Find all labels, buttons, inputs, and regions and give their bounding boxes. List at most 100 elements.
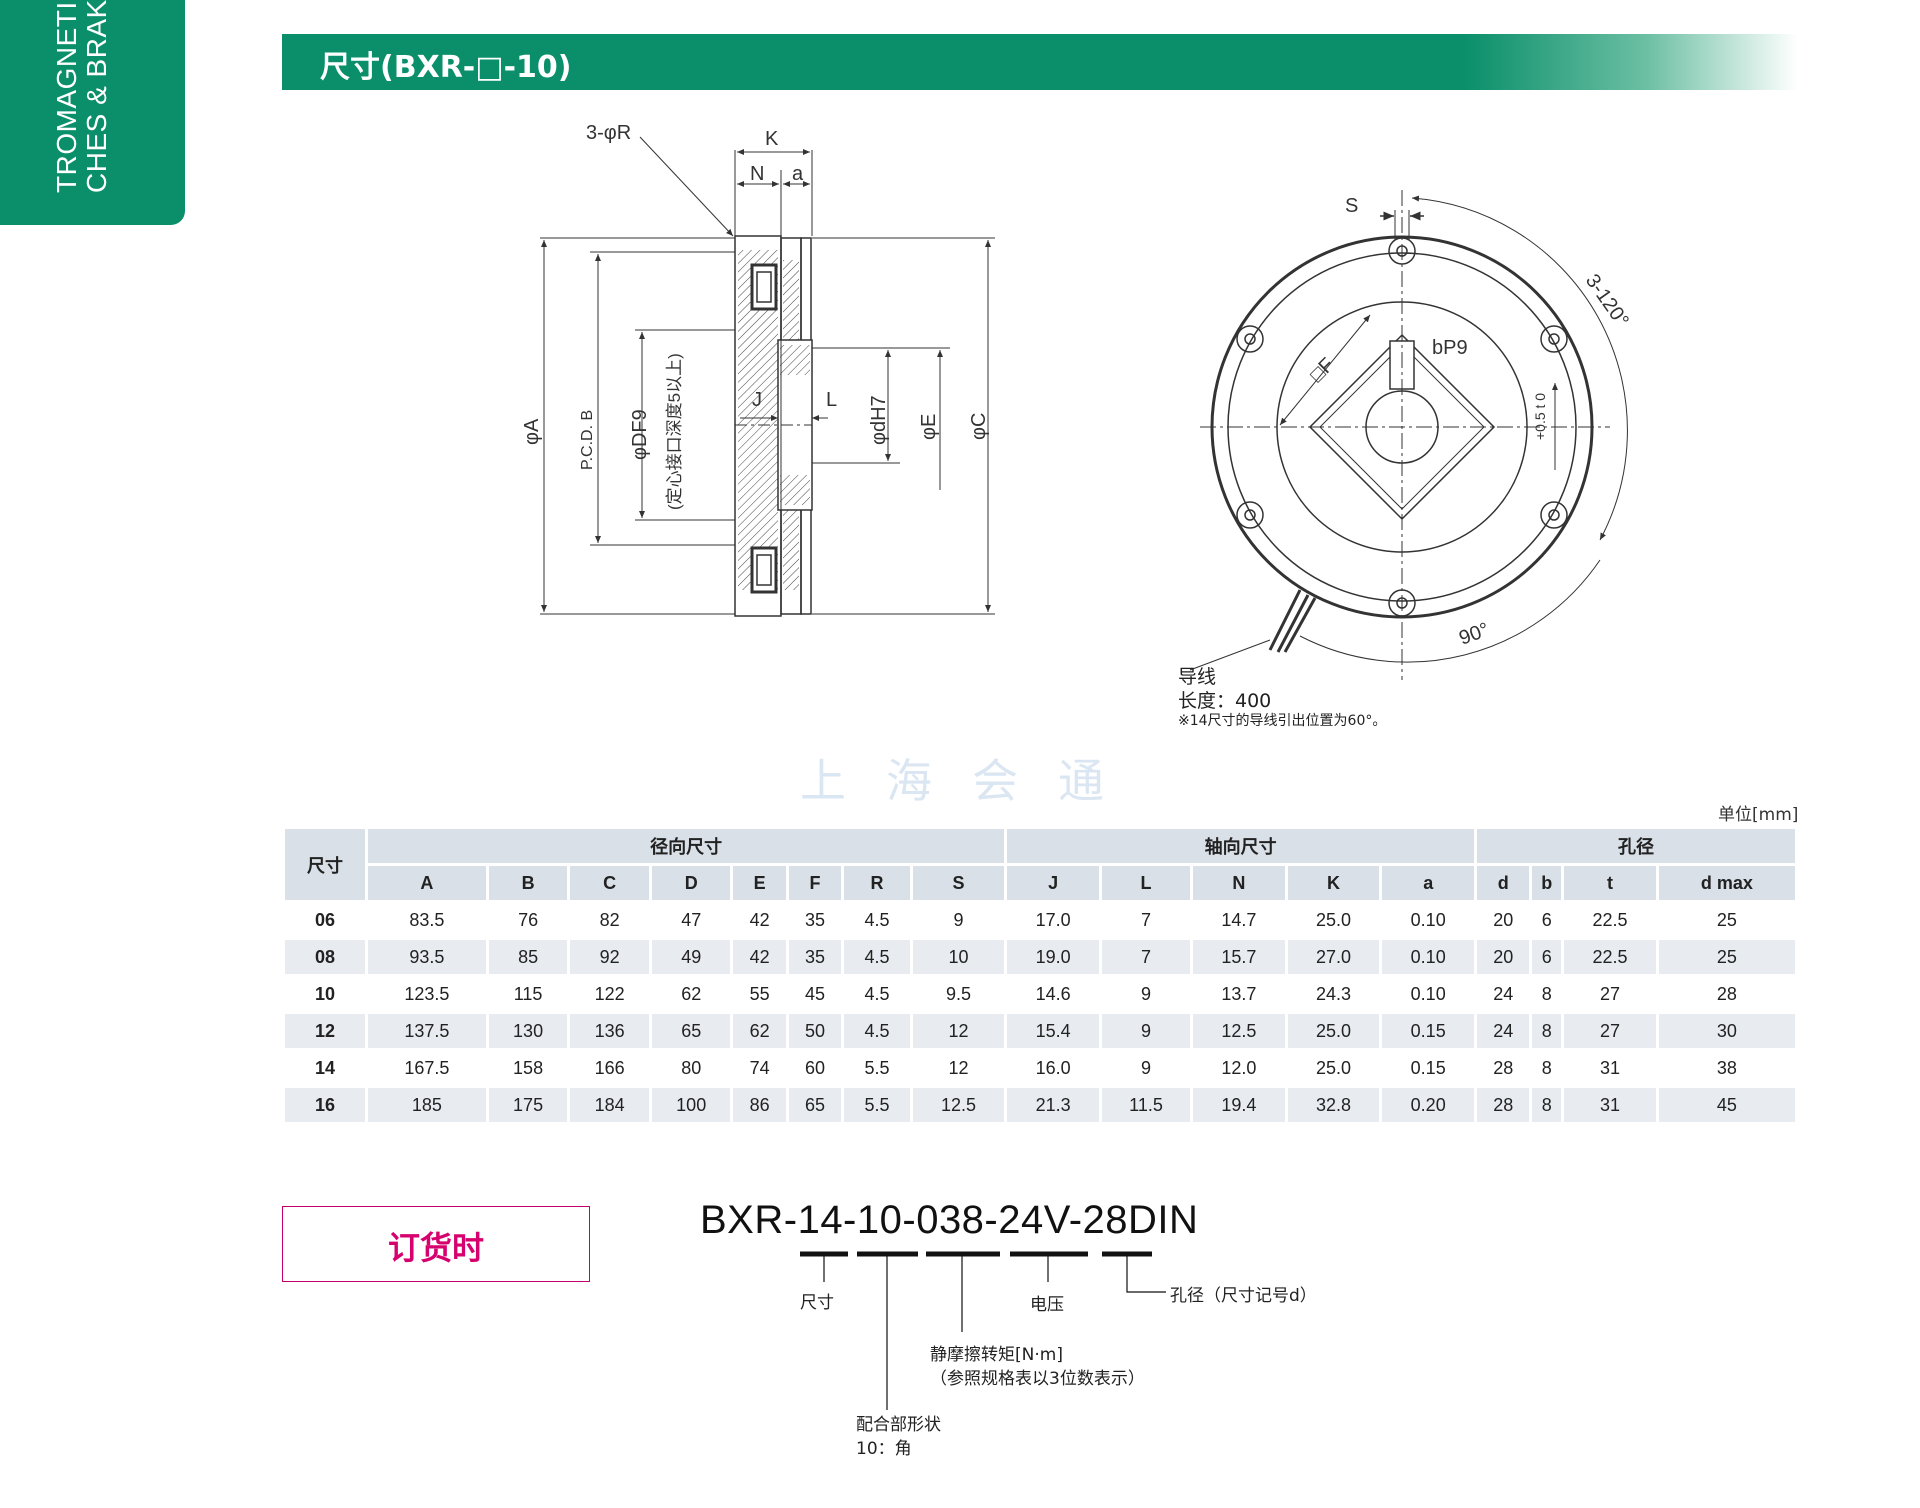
- label-hole: 3-φR: [586, 122, 631, 144]
- table-cell: 100: [651, 1088, 731, 1122]
- unit-label: 单位[mm]: [1718, 805, 1799, 825]
- table-cell: 83.5: [409, 909, 445, 930]
- table-cell: 42: [749, 909, 770, 930]
- model-code: BXR-14-10-038-24V-28DIN: [700, 1198, 1199, 1242]
- table-cell: 28: [1493, 1057, 1514, 1078]
- table-cell: 4.5: [844, 940, 910, 974]
- table-cell: 185: [368, 1088, 486, 1122]
- table-cell: 8: [1532, 1088, 1562, 1122]
- label-phiC: φC: [968, 413, 990, 440]
- front-view: [1189, 190, 1628, 680]
- table-cell: 175: [488, 1088, 568, 1122]
- table-cell: 158: [513, 1057, 544, 1078]
- table-cell: 4.5: [864, 983, 890, 1004]
- table-cell: 45: [805, 983, 826, 1004]
- table-cell: 8: [1532, 1014, 1562, 1048]
- table-cell: 19.4: [1193, 1088, 1285, 1122]
- table-cell: 60: [805, 1057, 826, 1078]
- header-size: 尺寸: [285, 829, 365, 900]
- label-K: K: [765, 128, 779, 150]
- lead-label: 导线: [1178, 666, 1217, 688]
- table-cell: 19.0: [1007, 940, 1099, 974]
- table-cell: 27.0: [1287, 940, 1380, 974]
- table-cell: 25: [1716, 909, 1737, 930]
- table-cell: 86: [733, 1088, 786, 1122]
- table-cell: 8: [1541, 1057, 1552, 1078]
- label-phiA: φA: [521, 418, 543, 445]
- size-cell: 06: [314, 909, 336, 930]
- table-cell: 62: [733, 1014, 786, 1048]
- table-cell: 14.6: [1035, 983, 1071, 1004]
- table-cell: 0.20: [1382, 1088, 1475, 1122]
- order-box-label: 订货时: [387, 1229, 484, 1267]
- table-cell: 167.5: [404, 1057, 450, 1078]
- table-cell: 137.5: [368, 1014, 486, 1048]
- table-cell: 16.0: [1035, 1057, 1071, 1078]
- table-cell: 0.15: [1382, 1014, 1475, 1048]
- side-view-dimensions: [540, 136, 995, 615]
- table-cell: 8: [1541, 983, 1552, 1004]
- table-cell: 27: [1564, 1014, 1656, 1048]
- order-box: 订货时: [282, 1206, 590, 1282]
- size-cell: 08: [285, 940, 365, 974]
- order-shape-note: 10：角: [856, 1439, 912, 1459]
- table-cell: 0.10: [1410, 909, 1446, 930]
- table-cell: 38: [1716, 1057, 1737, 1078]
- table-cell: 6: [1532, 940, 1562, 974]
- table-cell: 6: [1541, 909, 1552, 930]
- table-cell: 42: [733, 940, 786, 974]
- table-cell: 50: [788, 1014, 842, 1048]
- table-cell: 12: [912, 1014, 1005, 1048]
- table-cell: 14.7: [1221, 909, 1257, 930]
- table-cell: 22.5: [1564, 940, 1656, 974]
- table-cell: 25.0: [1316, 1057, 1352, 1078]
- table-cell: 55: [749, 983, 770, 1004]
- table-cell: 74: [749, 1057, 770, 1078]
- table-cell: 20: [1493, 909, 1514, 930]
- table-cell: 7: [1101, 940, 1191, 974]
- table-cell: 35: [788, 940, 842, 974]
- table-cell: 5.5: [844, 1088, 910, 1122]
- size-cell: 10: [314, 983, 336, 1004]
- table-cell: 12.5: [1193, 1014, 1285, 1048]
- column-header: d max: [1658, 866, 1795, 900]
- table-cell: 7: [1141, 909, 1152, 930]
- table-cell: 82: [599, 909, 620, 930]
- table-cell: 9: [1101, 1014, 1191, 1048]
- label-a: a: [792, 163, 804, 185]
- table-cell: 13.7: [1221, 983, 1257, 1004]
- table-cell: 130: [488, 1014, 568, 1048]
- table-cell: 24.3: [1316, 983, 1352, 1004]
- column-header: t: [1564, 866, 1656, 900]
- table-cell: 122: [594, 983, 625, 1004]
- table-cell: 12.5: [912, 1088, 1005, 1122]
- size-cell: 16: [285, 1088, 365, 1122]
- section-header-bar: 尺寸(BXR-□-10): [282, 34, 1798, 90]
- size-cell: 12: [285, 1014, 365, 1048]
- table-cell: 30: [1658, 1014, 1795, 1048]
- lead-note: ※14尺寸的导线引出位置为60°。: [1178, 713, 1387, 729]
- column-header: J: [1007, 866, 1099, 900]
- label-N: N: [750, 163, 764, 185]
- table-cell: 20: [1477, 940, 1530, 974]
- table-cell: 4.5: [864, 909, 890, 930]
- table-cell: 166: [594, 1057, 625, 1078]
- table-cell: 123.5: [404, 983, 450, 1004]
- column-header: L: [1101, 866, 1191, 900]
- label-centering: (定心接口深度5以上): [665, 353, 684, 510]
- column-header: D: [651, 866, 731, 900]
- label-pcdB: P.C.D. B: [579, 410, 596, 470]
- watermark: 上海会通: [800, 754, 1144, 808]
- label-tol: +0.5 t 0: [1532, 393, 1548, 440]
- table-cell: 62: [681, 983, 702, 1004]
- table-cell: 28: [1716, 983, 1737, 1004]
- page-title: 尺寸(BXR-□-10): [320, 50, 572, 85]
- table-cell: 45: [1658, 1088, 1795, 1122]
- order-torque-label: 静摩擦转矩[N·m]: [930, 1345, 1063, 1365]
